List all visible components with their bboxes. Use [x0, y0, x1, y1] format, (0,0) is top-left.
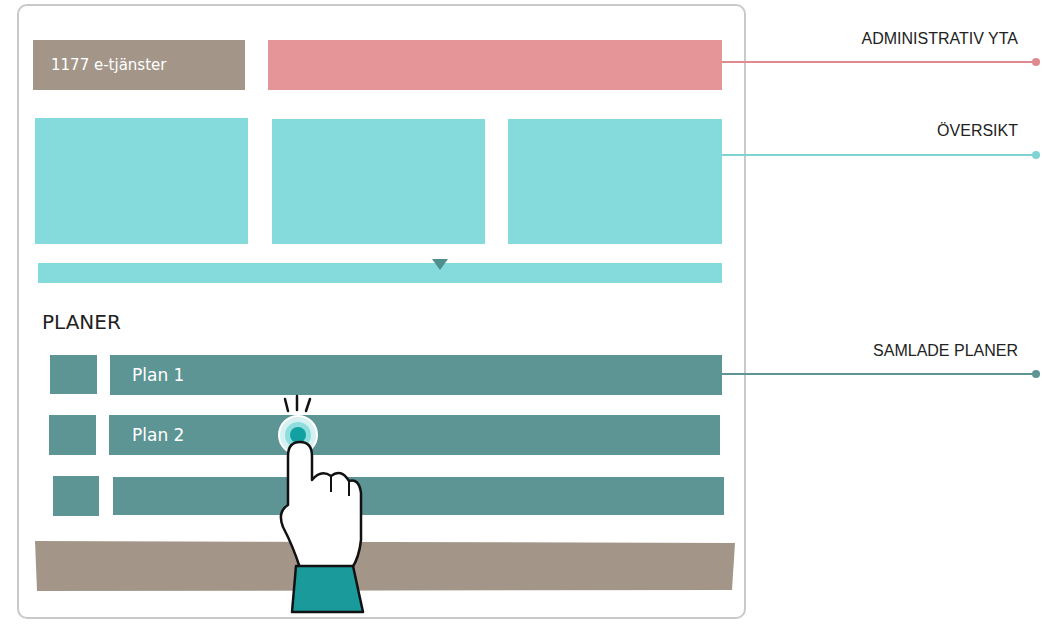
overview-card	[35, 118, 248, 244]
expand-arrow	[432, 259, 448, 270]
knuckle-lines	[331, 476, 349, 496]
leader-line	[722, 373, 1036, 375]
plan-bar-fill	[110, 355, 722, 395]
leader-dot	[1032, 151, 1040, 159]
sleeve	[292, 566, 363, 612]
service-logo-box-fill	[33, 40, 245, 90]
box-text: 1177 e-tjänster	[51, 56, 166, 74]
plan-bar: Plan 2	[109, 415, 720, 455]
tap-mark	[296, 396, 299, 410]
tap-dot	[290, 427, 306, 443]
hand	[281, 442, 361, 568]
footer-bar	[35, 541, 735, 591]
plan-icon	[53, 476, 99, 516]
callout-label: ADMINISTRATIV YTA	[862, 30, 1018, 48]
plan-bar-fill	[109, 415, 720, 455]
plan-icon	[50, 355, 97, 394]
overview-card	[272, 119, 485, 244]
callout-label: SAMLADE PLANER	[873, 342, 1018, 360]
box-text: Plan 2	[132, 425, 184, 445]
leader-dot	[1032, 370, 1040, 378]
tap-mark	[306, 399, 310, 411]
admin-bar	[268, 40, 722, 90]
section-heading: PLANER	[42, 310, 121, 334]
plan-bar	[113, 477, 724, 515]
leader-line	[722, 61, 1036, 63]
box-text: Plan 1	[132, 365, 184, 385]
service-logo-box: 1177 e-tjänster	[33, 40, 245, 90]
leader-dot	[1032, 58, 1040, 66]
expand-bar	[38, 263, 722, 283]
tap-mark	[285, 399, 288, 411]
node-shapes	[33, 40, 722, 455]
leader-line	[722, 154, 1036, 156]
plan-bar: Plan 1	[110, 355, 722, 395]
plan-icon	[49, 415, 96, 455]
pointing-hand	[279, 396, 363, 612]
callout-label: ÖVERSIKT	[937, 122, 1018, 140]
overview-card	[508, 119, 722, 244]
screen-frame	[18, 5, 745, 618]
